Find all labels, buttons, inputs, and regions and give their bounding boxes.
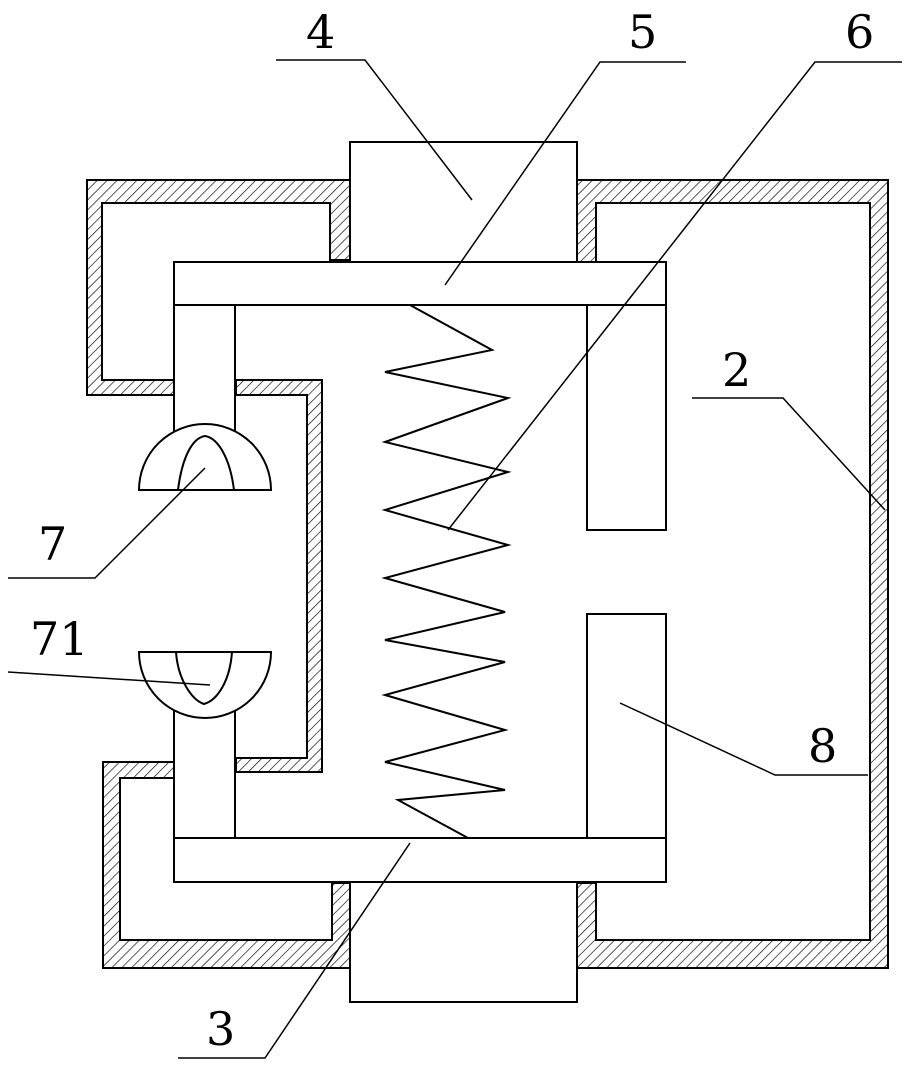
upper-contact: [139, 424, 271, 490]
spring: [385, 305, 508, 838]
label-6: 6: [845, 5, 874, 59]
label-71: 71: [30, 612, 89, 666]
label-7: 7: [38, 517, 67, 571]
upper-plate: [174, 262, 666, 305]
lower-plate: [174, 838, 666, 882]
label-4: 4: [306, 5, 335, 59]
right-lower-block: [587, 614, 666, 838]
lower-shaft: [350, 882, 577, 1002]
label-5: 5: [628, 5, 657, 59]
leader-2: [692, 398, 885, 510]
label-8: 8: [808, 719, 837, 773]
label-3: 3: [206, 1002, 235, 1056]
upper-shaft: [350, 142, 577, 263]
housing-partition-wall: [236, 380, 322, 772]
left-lower-post: [174, 704, 235, 838]
label-2: 2: [722, 343, 751, 397]
